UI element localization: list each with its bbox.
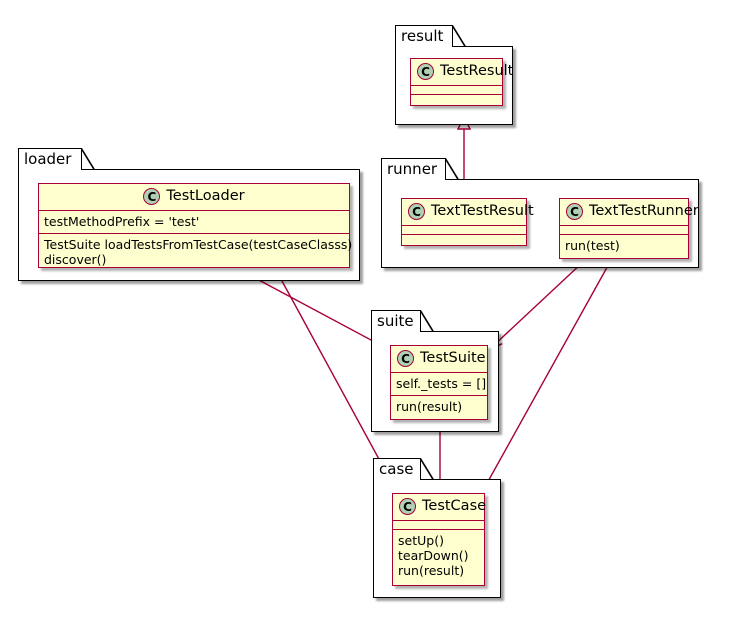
class-icon: C bbox=[408, 203, 425, 220]
class-name-TestCase: TestCase bbox=[422, 498, 487, 514]
class-methods-TestLoader: TestSuite loadTestsFromTestCase(testCase… bbox=[39, 234, 353, 271]
class-method: setUp() bbox=[398, 533, 444, 548]
package-label-suite: suite bbox=[377, 312, 414, 330]
class-method: discover() bbox=[44, 252, 107, 267]
package-tab-slant-runner bbox=[444, 157, 459, 180]
package-label-result: result bbox=[401, 27, 444, 45]
package-tab-runner: runner bbox=[381, 158, 446, 180]
class-attributes-TextTestResult bbox=[402, 226, 526, 235]
class-attributes-TestResult bbox=[411, 86, 502, 95]
class-methods-TestResult bbox=[411, 95, 502, 104]
class-name-TestLoader: TestLoader bbox=[166, 188, 245, 204]
package-tab-slant-result bbox=[451, 24, 466, 47]
class-name-TextTestRunner: TextTestRunner bbox=[589, 203, 699, 219]
package-tab-slant-case bbox=[419, 457, 434, 480]
class-attributes-TextTestRunner bbox=[560, 226, 688, 235]
class-method: run(result) bbox=[398, 563, 465, 578]
class-icon: C bbox=[566, 203, 583, 220]
class-box-TestCase[interactable]: C TestCase setUp()tearDown()run(result) bbox=[392, 493, 487, 586]
package-tab-suite: suite bbox=[371, 310, 421, 332]
class-attributes-TestCase bbox=[393, 521, 484, 530]
package-tab-slant-loader bbox=[80, 147, 95, 170]
class-attribute: self._tests = [] bbox=[396, 376, 487, 391]
package-tab-loader: loader bbox=[18, 148, 82, 170]
class-methods-TextTestRunner: run(test) bbox=[560, 235, 688, 257]
package-label-loader: loader bbox=[24, 150, 72, 168]
class-methods-TestSuite: run(result) bbox=[391, 396, 487, 418]
class-attributes-TestSuite: self._tests = [] bbox=[391, 373, 487, 396]
class-box-TestResult[interactable]: C TestResult bbox=[410, 58, 513, 106]
edge-textTestRunner-uses-testSuite bbox=[492, 261, 584, 347]
class-method: tearDown() bbox=[398, 548, 469, 563]
class-methods-TestCase: setUp()tearDown()run(result) bbox=[393, 530, 484, 582]
package-label-case: case bbox=[379, 460, 414, 478]
class-header-TestLoader: C TestLoader bbox=[39, 184, 349, 211]
class-attribute: testMethodPrefix = 'test' bbox=[44, 214, 200, 229]
class-header-TextTestRunner: C TextTestRunner bbox=[560, 199, 699, 226]
class-header-TestResult: C TestResult bbox=[411, 59, 513, 86]
class-icon: C bbox=[397, 350, 414, 367]
class-box-TestSuite[interactable]: C TestSuite self._tests = [] run(result) bbox=[390, 345, 488, 420]
class-header-TextTestResult: C TextTestResult bbox=[402, 199, 534, 226]
class-name-TextTestResult: TextTestResult bbox=[431, 203, 534, 219]
package-tab-result: result bbox=[395, 25, 453, 47]
class-method: run(test) bbox=[565, 238, 620, 253]
package-label-runner: runner bbox=[387, 160, 438, 178]
class-method: run(result) bbox=[396, 399, 463, 414]
class-box-TextTestRunner[interactable]: C TextTestRunner run(test) bbox=[559, 198, 699, 259]
edge-testLoader-uses-testSuite bbox=[239, 269, 386, 348]
package-tab-slant-suite bbox=[419, 309, 434, 332]
class-name-TestSuite: TestSuite bbox=[420, 350, 486, 366]
class-header-TestSuite: C TestSuite bbox=[391, 346, 487, 373]
class-attributes-TestLoader: testMethodPrefix = 'test' bbox=[39, 211, 349, 234]
class-methods-TextTestResult bbox=[402, 235, 526, 244]
class-box-TextTestResult[interactable]: C TextTestResult bbox=[401, 198, 534, 246]
class-name-TestResult: TestResult bbox=[440, 63, 514, 79]
class-box-TestLoader[interactable]: C TestLoader testMethodPrefix = 'test' Test… bbox=[38, 183, 353, 271]
class-header-TestCase: C TestCase bbox=[393, 494, 487, 521]
class-icon: C bbox=[417, 63, 434, 80]
class-icon: C bbox=[399, 498, 416, 515]
class-icon: C bbox=[143, 188, 161, 205]
class-method: TestSuite loadTestsFromTestCase(testCase… bbox=[44, 237, 353, 252]
package-tab-case: case bbox=[373, 458, 421, 480]
